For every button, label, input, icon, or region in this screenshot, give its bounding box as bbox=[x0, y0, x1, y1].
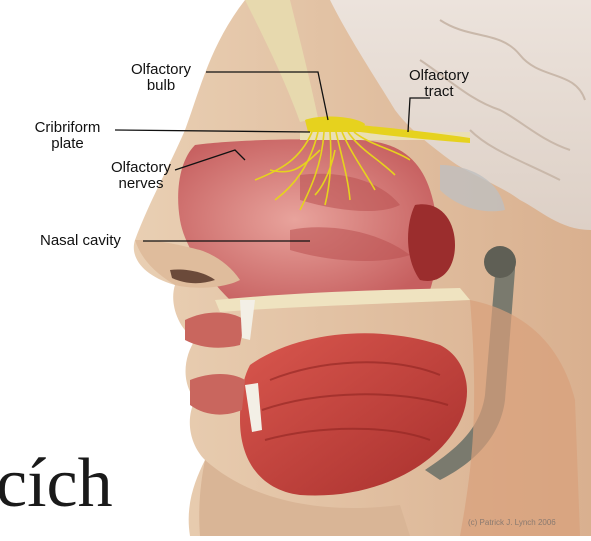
label-olfactory-nerves-line2: nerves bbox=[100, 176, 182, 192]
label-olfactory-bulb-line1: Olfactory bbox=[118, 62, 204, 78]
label-olfactory-tract-line1: Olfactory bbox=[398, 68, 480, 84]
eustachian-opening bbox=[484, 246, 516, 278]
label-cribriform-plate: Cribriform plate bbox=[20, 120, 115, 152]
label-cribriform-plate-line2: plate bbox=[20, 136, 115, 152]
label-olfactory-tract: Olfactory tract bbox=[398, 68, 480, 100]
upper-lip bbox=[185, 313, 245, 348]
label-olfactory-bulb: Olfactory bulb bbox=[118, 62, 204, 94]
label-olfactory-bulb-line2: bulb bbox=[118, 78, 204, 94]
label-olfactory-tract-line2: tract bbox=[398, 84, 480, 100]
slide-text-fragment: cích bbox=[0, 444, 113, 524]
illustration-credit: (c) Patrick J. Lynch 2006 bbox=[468, 518, 556, 527]
label-nasal-cavity: Nasal cavity bbox=[40, 233, 121, 249]
label-olfactory-nerves: Olfactory nerves bbox=[100, 160, 182, 192]
label-cribriform-plate-line1: Cribriform bbox=[20, 120, 115, 136]
label-olfactory-nerves-line1: Olfactory bbox=[100, 160, 182, 176]
lower-lip bbox=[190, 374, 245, 415]
